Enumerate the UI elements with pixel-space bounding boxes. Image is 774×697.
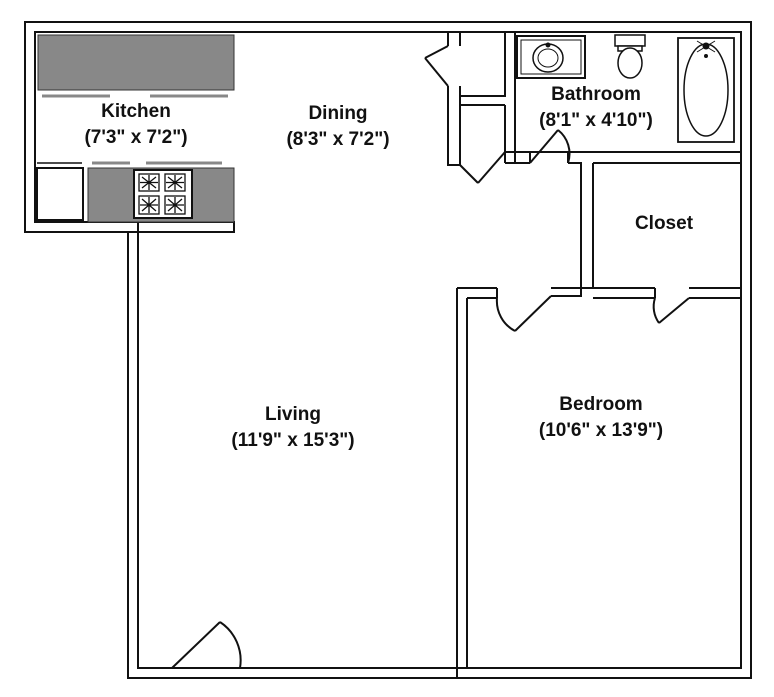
room-label-closet: Closet bbox=[614, 211, 714, 237]
room-dimensions: (8'3" x 7'2") bbox=[286, 129, 390, 150]
room-label-living: Living (11'9" x 15'3") bbox=[220, 402, 366, 454]
stove-icon bbox=[133, 169, 193, 219]
kitchen-counter-top bbox=[37, 34, 235, 98]
bathroom-sink-icon bbox=[516, 35, 586, 79]
room-name: Bathroom bbox=[551, 84, 641, 105]
room-name: Dining bbox=[308, 103, 368, 124]
room-dimensions: (11'9" x 15'3") bbox=[231, 430, 355, 451]
room-label-bedroom: Bedroom (10'6" x 13'9") bbox=[527, 392, 675, 444]
room-name: Closet bbox=[634, 213, 694, 234]
room-name: Living bbox=[265, 404, 321, 425]
refrigerator-icon bbox=[36, 162, 84, 221]
kitchen-wall bbox=[138, 221, 235, 233]
bathroom-walls bbox=[447, 32, 741, 286]
door-swings bbox=[171, 45, 690, 669]
outer-walls bbox=[24, 21, 752, 679]
room-dimensions: (7'3" x 7'2") bbox=[84, 127, 188, 148]
bedroom-walls bbox=[456, 287, 593, 678]
room-label-kitchen: Kitchen (7'3" x 7'2") bbox=[77, 99, 195, 151]
room-dimensions: (8'1" x 4'10") bbox=[539, 110, 653, 131]
room-label-dining: Dining (8'3" x 7'2") bbox=[279, 101, 397, 153]
room-dimensions: (10'6" x 13'9") bbox=[538, 420, 664, 441]
room-label-bathroom: Bathroom (8'1" x 4'10") bbox=[532, 82, 660, 134]
toilet-icon bbox=[614, 34, 646, 79]
room-name: Bedroom bbox=[559, 394, 643, 415]
room-name: Kitchen bbox=[101, 101, 171, 122]
bathtub-icon bbox=[677, 37, 735, 143]
